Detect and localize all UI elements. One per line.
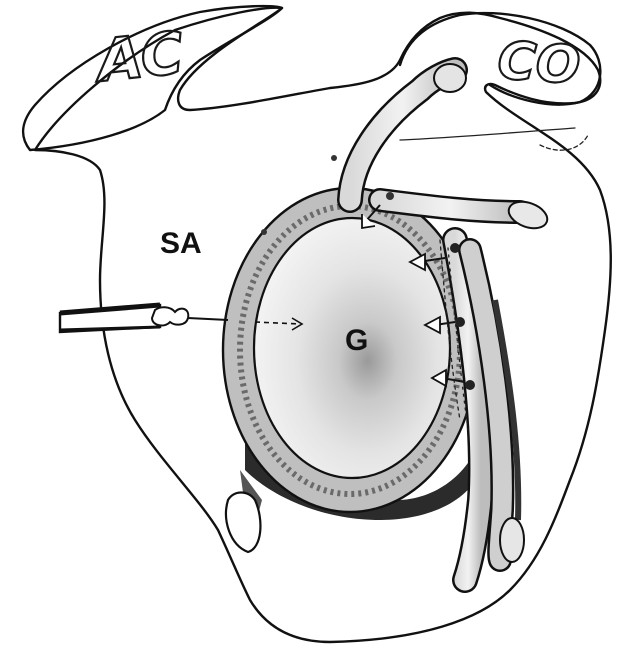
glenoid-label: G: [345, 324, 368, 357]
coracoid-label: CO: [496, 31, 582, 97]
acromion: AC: [23, 6, 282, 150]
subscapularis-label: SA: [160, 227, 202, 260]
acromion-label: AC: [90, 19, 186, 96]
inferior-knob: [226, 493, 260, 553]
